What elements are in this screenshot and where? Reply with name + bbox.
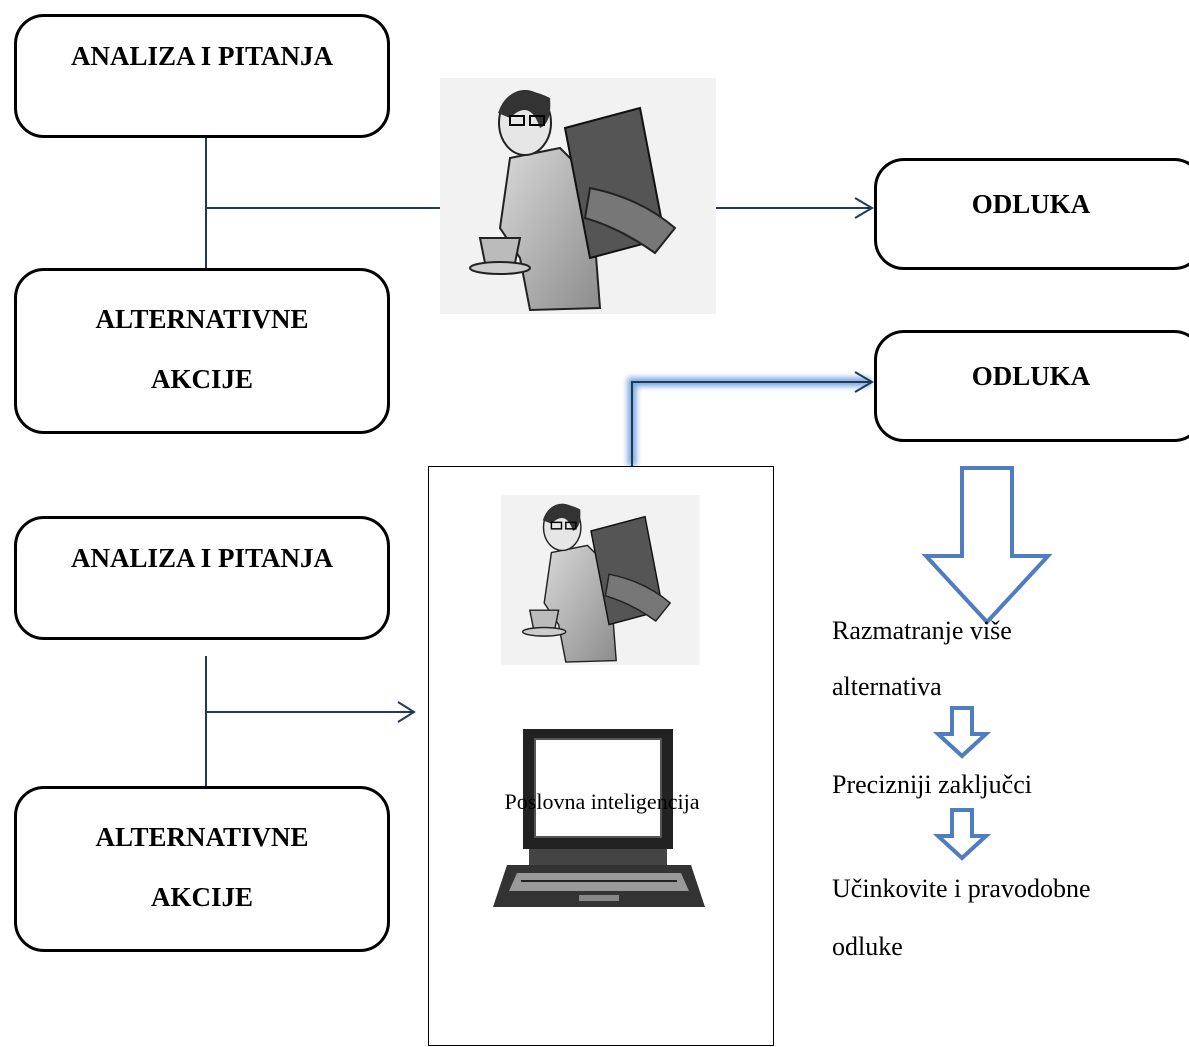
bi-panel: Poslovna inteligencija bbox=[428, 466, 774, 1046]
top-person-icon bbox=[440, 78, 716, 314]
top-decision-label: ODLUKA bbox=[971, 189, 1091, 219]
bottom-analysis-label: ANALIZA I PITANJA bbox=[70, 543, 334, 573]
top-alternatives-box: ALTERNATIVNE AKCIJE bbox=[14, 268, 390, 434]
small-hollow-down-arrow-2 bbox=[932, 808, 992, 861]
outcome-third-line1: Učinkovite i pravodobne bbox=[832, 874, 1091, 903]
bottom-alternatives-box: ALTERNATIVNE AKCIJE bbox=[14, 786, 390, 952]
outcome-second: Precizniji zaključci bbox=[832, 770, 1032, 799]
bi-caption: Poslovna inteligencija bbox=[504, 789, 700, 814]
small-hollow-down-arrow-1 bbox=[932, 706, 992, 759]
bi-panel-art bbox=[493, 495, 705, 907]
top-connector-to-person bbox=[206, 197, 474, 219]
bottom-connector-to-bi bbox=[206, 701, 416, 723]
bottom-analysis-box: ANALIZA I PITANJA bbox=[14, 516, 390, 640]
bottom-decision-box: ODLUKA bbox=[874, 330, 1189, 442]
large-hollow-down-arrow bbox=[921, 466, 1053, 625]
bottom-alternatives-label-line2: AKCIJE bbox=[150, 882, 253, 912]
top-connector-to-decision bbox=[716, 197, 874, 219]
top-alternatives-label-line2: AKCIJE bbox=[150, 364, 253, 394]
outcome-third-line2: odluke bbox=[832, 932, 903, 961]
top-analysis-label: ANALIZA I PITANJA bbox=[70, 41, 334, 71]
outcome-first-line2: alternativa bbox=[832, 672, 942, 701]
bottom-decision-label: ODLUKA bbox=[971, 361, 1091, 391]
bi-to-decision-connector bbox=[627, 371, 874, 466]
top-decision-box: ODLUKA bbox=[874, 158, 1189, 270]
bi-computer-icon bbox=[493, 729, 705, 907]
top-alternatives-label-line1: ALTERNATIVNE bbox=[95, 304, 309, 334]
top-analysis-box: ANALIZA I PITANJA bbox=[14, 14, 390, 138]
outcome-first-line1: Razmatranje više bbox=[832, 616, 1012, 645]
bottom-alternatives-label-line1: ALTERNATIVNE bbox=[95, 822, 309, 852]
bi-person-icon bbox=[501, 495, 700, 665]
